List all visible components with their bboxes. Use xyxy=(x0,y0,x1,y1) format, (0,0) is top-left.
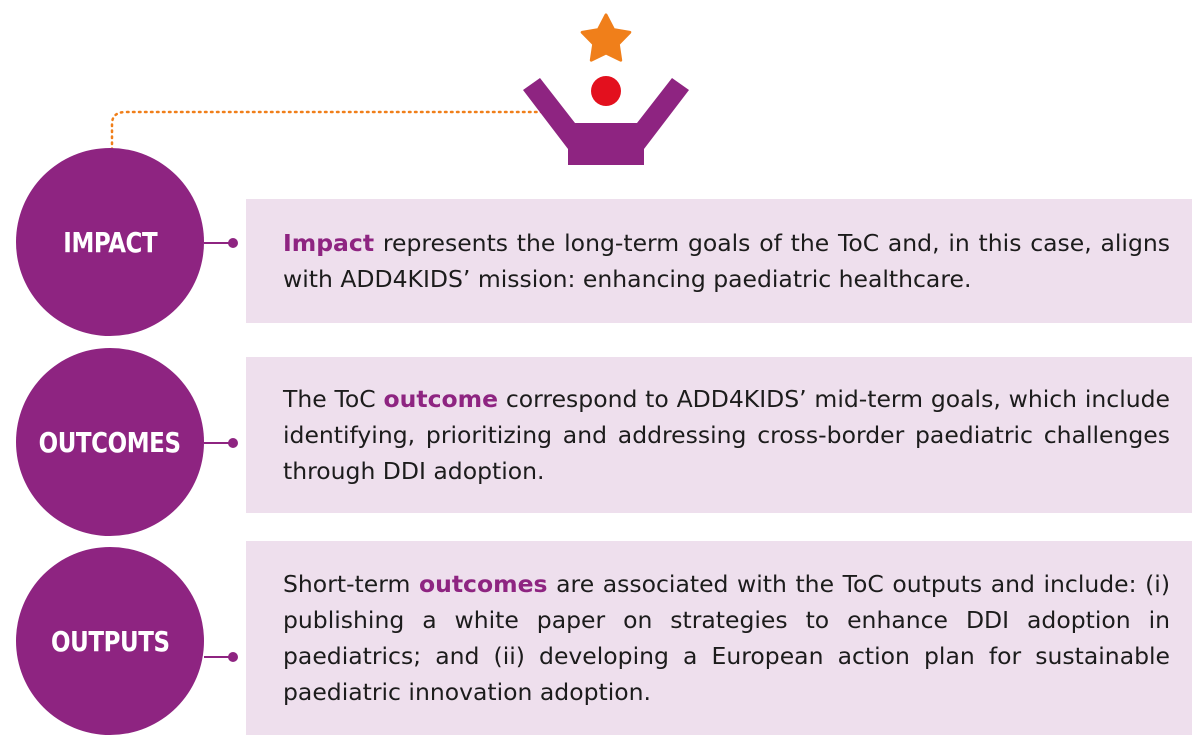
outputs-description-box: Short-term outcomes are associated with … xyxy=(246,541,1192,735)
dotted-connector-line xyxy=(110,110,554,152)
outputs-connector xyxy=(204,656,232,658)
person-arms-raised-icon xyxy=(523,76,689,165)
outcomes-circle: OUTCOMES xyxy=(16,348,204,536)
outputs-label: OUTPUTS xyxy=(50,624,170,658)
impact-label: IMPACT xyxy=(63,225,157,259)
impact-description-box: Impact represents the long-term goals of… xyxy=(246,199,1192,323)
impact-highlight: Impact xyxy=(283,229,375,257)
person-head-icon xyxy=(591,76,621,106)
outputs-connector-dot xyxy=(228,652,238,662)
outputs-description: Short-term outcomes are associated with … xyxy=(283,570,1171,706)
header-graphic xyxy=(110,13,689,165)
outputs-circle: OUTPUTS xyxy=(16,547,204,735)
outcomes-connector xyxy=(204,442,232,444)
impact-description: Impact represents the long-term goals of… xyxy=(283,229,1170,293)
impact-circle: IMPACT xyxy=(16,148,204,336)
outcomes-connector-dot xyxy=(228,438,238,448)
outcomes-description-box: The ToC outcome correspond to ADD4KIDS’ … xyxy=(246,357,1192,513)
impact-connector xyxy=(204,242,232,244)
star-icon xyxy=(580,13,632,62)
outcomes-description: The ToC outcome correspond to ADD4KIDS’ … xyxy=(283,385,1171,485)
outcomes-label: OUTCOMES xyxy=(39,425,181,459)
outcomes-highlight: outcome xyxy=(383,385,499,413)
outputs-highlight: outcomes xyxy=(418,570,548,598)
impact-connector-dot xyxy=(228,238,238,248)
